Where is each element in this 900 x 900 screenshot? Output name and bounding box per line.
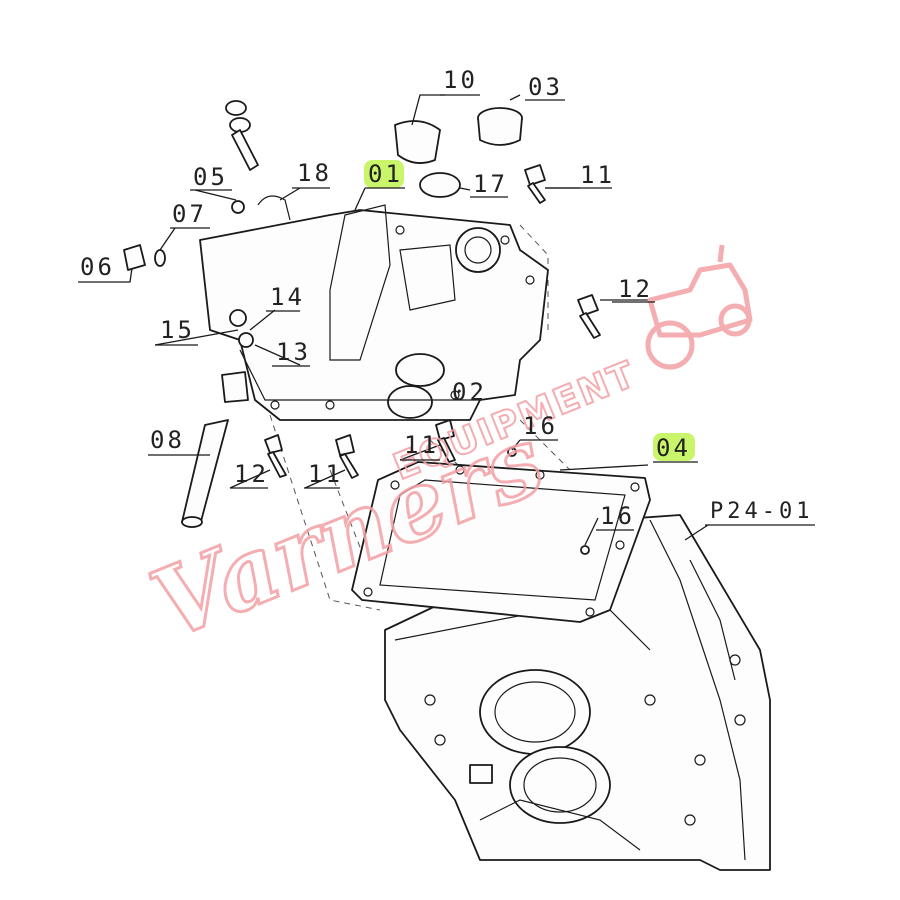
callout-12-right: 12 <box>618 275 653 303</box>
top-cover <box>199 204 549 421</box>
callout-17: 17 <box>473 170 508 198</box>
callout-12-bottom: 12 <box>234 460 269 488</box>
callout-08: 08 <box>150 426 185 454</box>
callout-03: 03 <box>528 73 563 101</box>
callout-13: 13 <box>276 338 311 366</box>
callout-15: 15 <box>160 316 195 344</box>
leader-lines <box>78 94 709 546</box>
highlight-04 <box>653 433 695 461</box>
callout-18: 18 <box>297 159 332 187</box>
callout-04: 04 <box>656 434 691 462</box>
parts <box>123 100 601 555</box>
gasket <box>351 461 651 623</box>
tractor-logo-icon <box>645 244 753 370</box>
callout-14: 14 <box>270 283 305 311</box>
callout-11-top: 11 <box>580 161 615 189</box>
highlight-01 <box>364 160 404 188</box>
callout-11-lower: 11 <box>404 431 439 459</box>
callout-05: 05 <box>193 163 228 191</box>
callout-01: 01 <box>368 160 403 188</box>
callout-16-lower: 16 <box>600 502 635 530</box>
callout-07: 07 <box>172 200 207 228</box>
callout-02: 02 <box>452 378 487 406</box>
callout-labels: 10 03 01 17 11 05 18 07 06 12 14 15 13 0… <box>80 66 815 531</box>
callout-10: 10 <box>443 66 478 94</box>
callout-06: 06 <box>80 253 115 281</box>
callout-11-mid: 11 <box>308 460 343 488</box>
highlight-markers <box>364 160 695 461</box>
reference-label: P24-01 <box>710 499 813 524</box>
callout-16-top: 16 <box>523 412 558 440</box>
